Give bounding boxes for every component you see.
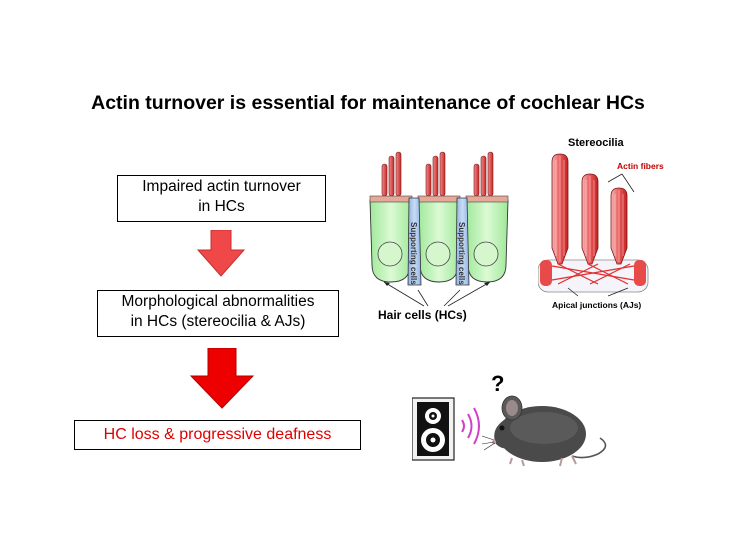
page-title: Actin turnover is essential for maintena… [91,92,645,114]
stereocilia-title: Stereocilia [568,137,624,149]
morphological-box: Morphological abnormalities in HCs (ster… [97,290,339,337]
mouse-icon [481,395,607,467]
hair-cells-diagram: Supporting cells Supporting cells [369,151,509,307]
stereocilium-medium [581,173,599,265]
hair-cell-pointers [383,281,491,307]
stereocilia-diagram [538,153,649,297]
hair-cell-right [465,199,509,283]
hc-stereocilia-left [381,151,402,197]
speaker-icon [412,397,455,461]
supporting-cell-left [407,197,422,286]
hc-loss-box: HC loss & progressive deafness [74,420,361,450]
actin-meshwork [551,263,635,285]
question-mark: ? [491,371,505,396]
morphological-line1: Morphological abnormalities [121,293,315,310]
impaired-actin-line1: Impaired actin turnover [142,178,301,195]
cell-apex [538,259,649,293]
supporting-cells-label-left: Supporting cells [409,222,418,285]
hair-cells-label: Hair cells (HCs) [378,308,467,322]
apical-junction-right [634,260,646,286]
morphological-line2: in HCs (stereocilia & AJs) [130,313,306,330]
sound-waves-icon [461,407,480,445]
stereocilium-short [610,187,628,265]
hair-cell-left [369,199,413,283]
hair-cell-middle [417,199,461,283]
stereocilium-tall [551,153,569,265]
actin-fibers-label: Actin fibers [617,161,664,171]
impaired-actin-box: Impaired actin turnover in HCs [117,175,326,222]
hearing-scene [412,395,607,467]
supporting-cells-label-right: Supporting cells [457,222,466,285]
down-arrow-small-1 [197,230,245,277]
down-arrow-large [190,348,254,409]
supporting-cell-right [455,197,470,286]
apical-junctions-label: Apical junctions (AJs) [552,300,642,310]
hc-stereocilia-middle [425,151,446,197]
hc-stereocilia-right [473,151,494,197]
apical-junction-left [540,260,552,286]
impaired-actin-line2: in HCs [198,198,245,215]
